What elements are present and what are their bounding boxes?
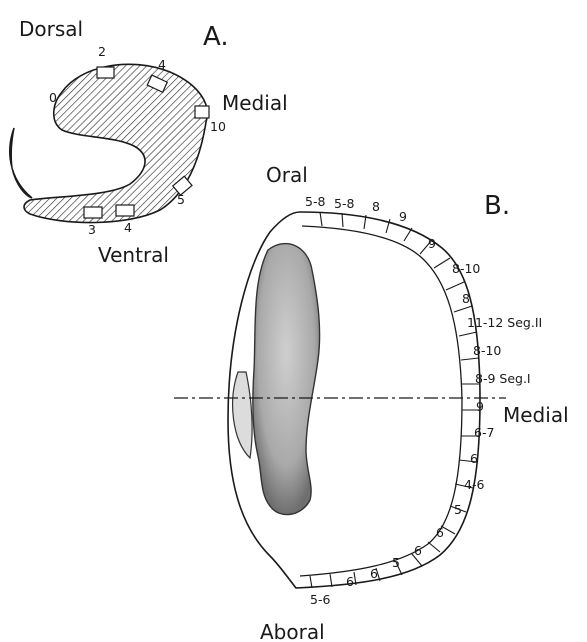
- segment-value: 8-10: [473, 343, 501, 358]
- segment-value: 6: [414, 543, 422, 558]
- segment-number-a: 5: [177, 192, 185, 207]
- segment-value: 11-12 Seg.II: [467, 315, 542, 330]
- electrode-square: [116, 205, 134, 216]
- segment-value: 9: [428, 236, 436, 251]
- electrode-band-inner: [300, 226, 462, 576]
- ventral-label: Ventral: [98, 243, 169, 267]
- segment-value: 9: [476, 399, 484, 414]
- panel-b: B. Oral Medial Aboral: [174, 163, 569, 642]
- segment-number-a: 10: [210, 119, 226, 134]
- segment-value: 5-8: [305, 194, 325, 209]
- electrode-square: [195, 106, 209, 118]
- aboral-label: Aboral: [260, 620, 325, 642]
- electrode-square: [97, 67, 114, 78]
- segment-number-a: 3: [88, 222, 96, 237]
- segment-value: 6: [470, 451, 478, 466]
- hemisphere-tail: [10, 128, 32, 198]
- segment-value: 8-10: [452, 261, 480, 276]
- dorsal-label: Dorsal: [19, 17, 83, 41]
- stippled-region: [253, 244, 320, 515]
- segment-value: 8: [372, 199, 380, 214]
- segment-value: 5: [454, 502, 462, 517]
- segment-value: 8: [462, 291, 470, 306]
- electrode-square: [84, 207, 102, 218]
- medial-label-b: Medial: [503, 403, 569, 427]
- segment-value: 5-6: [310, 592, 330, 607]
- segment-number-a: 0: [49, 90, 57, 105]
- medial-label-a: Medial: [222, 91, 288, 115]
- segment-value: 8-9 Seg.I: [475, 371, 531, 386]
- segment-number-a: 2: [98, 44, 106, 59]
- segment-value: 6-7: [474, 425, 494, 440]
- segment-value: 5-8: [334, 196, 354, 211]
- oral-label: Oral: [266, 163, 308, 187]
- segment-value: 6: [370, 566, 378, 581]
- segment-number-a: 4: [124, 220, 132, 235]
- panel-a-letter: A.: [203, 22, 229, 52]
- segment-value: 9: [399, 209, 407, 224]
- segment-value: 5: [392, 555, 400, 570]
- panel-a: A. Dorsal Medial Ventral 0 2 4 10 5 3 4: [10, 17, 288, 267]
- stippled-lobe: [233, 372, 252, 458]
- segment-value: 6: [346, 574, 354, 589]
- segment-value: 4-6: [464, 477, 484, 492]
- segment-value: 6: [436, 525, 444, 540]
- segment-number-a: 4: [158, 57, 166, 72]
- panel-b-letter: B.: [484, 191, 510, 221]
